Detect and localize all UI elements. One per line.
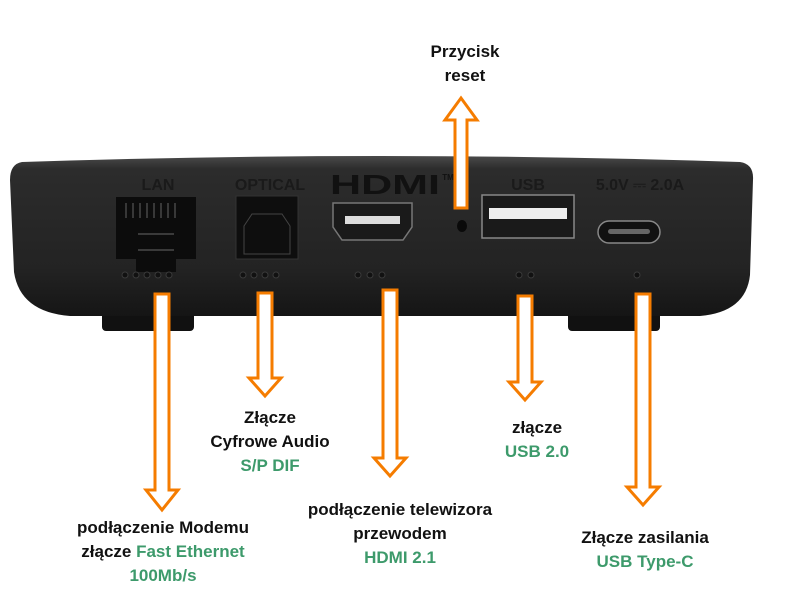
callout-optical-line2: Cyfrowe Audio <box>210 432 330 451</box>
reset-hole <box>457 220 467 232</box>
arrow-power <box>623 292 663 508</box>
callout-usb-line1: złącze <box>511 418 563 437</box>
indicator-dots <box>121 271 641 279</box>
callout-hdmi-line2: przewodem <box>353 524 447 543</box>
callout-lan-line1: podłączenie Modemu <box>77 518 249 537</box>
callout-power: Złącze zasilania USB Type-C <box>581 526 709 574</box>
usb-label: USB <box>511 177 545 194</box>
callout-hdmi-line3: HDMI 2.1 <box>364 548 436 567</box>
callout-optical-line3: S/P DIF <box>240 456 300 475</box>
callout-power-line1: Złącze zasilania <box>581 528 709 547</box>
arrow-hdmi <box>370 288 410 479</box>
optical-port <box>235 195 299 260</box>
callout-lan-line3: 100Mb/s <box>129 566 197 585</box>
usb-port <box>481 194 575 239</box>
callout-optical-line1: Złącze <box>244 408 296 427</box>
callout-hdmi: podłączenie telewizora przewodem HDMI 2.… <box>308 498 492 570</box>
callout-reset-line1: Przycisk <box>430 42 500 61</box>
callout-power-line2: USB Type-C <box>596 552 694 571</box>
lan-label: LAN <box>142 177 175 194</box>
arrow-lan <box>142 292 182 513</box>
callout-lan-line2-prefix: złącze <box>81 542 137 561</box>
callout-lan-line2-accent: Fast Ethernet <box>136 542 245 561</box>
callout-hdmi-line1: podłączenie telewizora <box>307 500 493 519</box>
optical-label: OPTICAL <box>235 177 305 194</box>
hdmi-port <box>332 202 413 241</box>
callout-optical: Złącze Cyfrowe Audio S/P DIF <box>210 406 329 478</box>
callout-reset: Przycisk reset <box>431 40 500 88</box>
callout-usb: złącze USB 2.0 <box>505 416 569 464</box>
callout-lan: podłączenie Modemu złącze Fast Ethernet … <box>77 516 249 588</box>
callout-reset-line2: reset <box>444 66 486 85</box>
power-label: 5.0V ⎓ 2.0A <box>596 177 685 194</box>
hdmi-tm: TM <box>442 173 454 182</box>
callout-usb-line2: USB 2.0 <box>504 442 570 461</box>
arrow-optical <box>245 291 285 399</box>
arrow-usb <box>505 294 545 403</box>
arrow-reset <box>442 95 480 210</box>
usb-c-port <box>597 220 661 244</box>
hdmi-logo: HDMI <box>330 169 440 200</box>
lan-port <box>116 197 196 272</box>
